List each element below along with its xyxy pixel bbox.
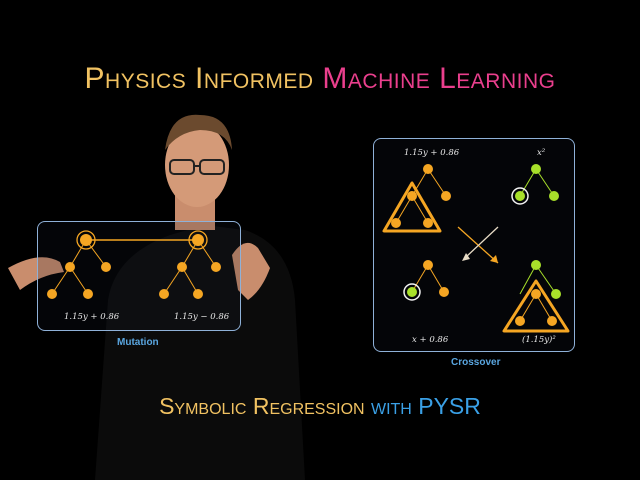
subtitle-part-2: with	[370, 393, 412, 419]
mutation-trees	[47, 230, 221, 299]
crossover-caption: Crossover	[451, 357, 501, 368]
crossover-panel: 1.15y + 0.86 x² x + 0.86	[373, 138, 575, 352]
mutation-right-expression: 1.15y − 0.86	[174, 312, 230, 322]
mutation-panel: 1.15y + 0.86 1.15y − 0.86	[37, 221, 241, 331]
title-part-1: Physics Informed	[84, 62, 314, 95]
crossover-bottom-left-expression: x + 0.86	[412, 335, 449, 345]
crossover-bottom-right-expression: (1.15y)²	[522, 335, 556, 345]
video-subtitle: Symbolic Regression with PYSR	[0, 393, 640, 420]
title-part-2: Machine Learning	[322, 62, 556, 95]
subtitle-part-3: PYSR	[418, 393, 481, 419]
mutation-caption: Mutation	[117, 337, 159, 348]
video-title: Physics Informed Machine Learning	[0, 62, 640, 96]
mutation-left-expression: 1.15y + 0.86	[64, 312, 120, 322]
crossover-trees	[382, 164, 570, 333]
crossover-top-right-expression: x²	[537, 148, 546, 158]
subtitle-part-1: Symbolic Regression	[159, 393, 365, 419]
crossover-top-left-expression: 1.15y + 0.86	[404, 148, 460, 158]
